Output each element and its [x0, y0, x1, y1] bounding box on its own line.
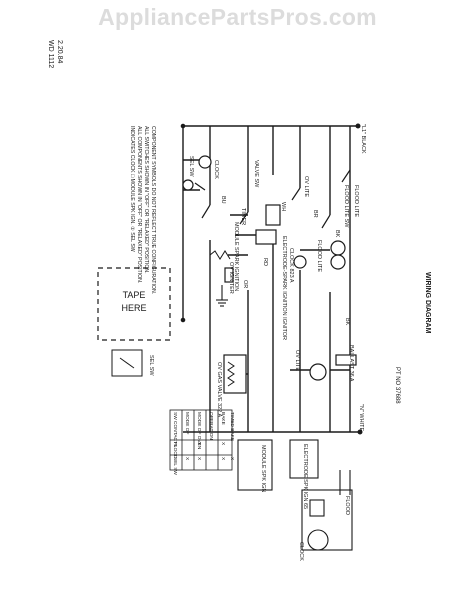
label-flood-lite-sw: FLOOD LITE SW [343, 185, 349, 228]
switch-valve [239, 211, 249, 225]
table-row-2-c1: X [196, 442, 202, 446]
label-clock: CLOCK 823 A [288, 248, 294, 283]
table-row-4-c1: X [220, 442, 226, 446]
label-valve-sw: VALVE SW [253, 160, 259, 188]
label-module-r: MODULE SPK IGN [260, 445, 266, 492]
flood-lamp-2 [330, 254, 346, 270]
ov-lite-lamp [309, 363, 327, 381]
label-clock-small: CLOCK [213, 160, 219, 179]
doc-code: 2.20.84 WD 1112 [47, 40, 63, 68]
doc-code-line-2: WD 1112 [47, 40, 54, 68]
tape-here-box [97, 267, 171, 341]
switch-sel [194, 182, 206, 191]
switch-ov-lite [291, 187, 301, 201]
label-electrode-r: ELECTRODE SPK IGN 65 [302, 444, 308, 509]
electrode-r-box [289, 439, 319, 479]
label-ov-lite-2: OV LITE [294, 350, 300, 371]
note-line-2: ALL SWITCHES SHOWN IN "OFF" OR "RELAXED"… [143, 126, 149, 274]
note-line-1: COMPONENT SYMBOLS DO NOT REFLECT TRUE CO… [150, 126, 156, 294]
table-header-2: FLOOD [172, 442, 178, 459]
contacts-table [169, 409, 233, 471]
wiring-lines [182, 125, 360, 433]
igniter [224, 267, 234, 283]
clock-circle [198, 155, 212, 169]
switches [194, 169, 351, 229]
terminal-marks [180, 123, 363, 435]
right-modules [237, 439, 353, 551]
component-symbols [182, 155, 357, 394]
label-timer: TIMER [240, 208, 246, 225]
table-row-4-c2: X [220, 457, 226, 461]
clock-823 [293, 255, 307, 269]
notes: COMPONENT SYMBOLS DO NOT REFLECT TRUE CO… [129, 126, 156, 294]
label-flood-lite-2: FLOOD LITE [316, 240, 322, 272]
label-line: "L1" BLACK [360, 124, 366, 154]
wire-tag-or: OR [242, 280, 248, 288]
note-line-4: INDICATES CLOCK □ MODULE SPK IGN. ① SEL … [129, 126, 135, 252]
clock-r-box [301, 489, 353, 551]
switch-timer [201, 204, 211, 219]
module-box [265, 204, 281, 226]
tape-text-2: HERE [121, 303, 146, 313]
grounds [216, 285, 228, 307]
gas-valve-coil [227, 361, 235, 387]
label-flood-lite: FLOOD LITE [353, 185, 359, 217]
label-sel-sw: SEL SW [188, 156, 194, 177]
wire-tag-br: BR [312, 210, 318, 218]
label-clock-r: CLOCK [298, 542, 304, 561]
table-row-1-c2: X [184, 457, 190, 461]
doc-code-line-1: 2.20.84 [56, 40, 63, 63]
table-row-5-label: TIMED BAKE [229, 412, 235, 441]
table-header-3: SEL SW [172, 457, 178, 475]
part-number: PT NO 37688 [394, 367, 400, 404]
switch-flood-lite [341, 169, 351, 183]
wire-tag-bk-2: BK [344, 318, 350, 326]
clock-r-face [307, 529, 329, 551]
table-row-4-label: BAKE [220, 412, 226, 425]
table-row-5-c2: X [229, 457, 235, 461]
flood-lamp [330, 240, 346, 256]
label-gas-valve: OV GAS VALVE 322 A [216, 362, 222, 417]
sel-sw-box [111, 349, 143, 377]
sel-sw-box-label: SEL SW [148, 355, 154, 376]
wire-tag-bk-1: BK [334, 230, 340, 238]
diagram-title: WIRING DIAGRAM [424, 272, 431, 334]
table-header-1: SW CONTACTS [172, 412, 178, 447]
sel-sw-circle [182, 179, 194, 191]
table-row-1-label: MODE OF [184, 412, 190, 434]
ballast-box [335, 354, 357, 366]
table-text: SW CONTACTS FLOOD SEL SW MODE OF X MODE … [172, 412, 235, 475]
table-row-2-c2: X [196, 457, 202, 461]
labels: "L1" BLACK "N" WHITE FLOOD LITE FLOOD LI… [188, 124, 366, 431]
timer-coil [209, 250, 231, 260]
module-r-box [237, 439, 273, 491]
clock-r-switch [309, 499, 325, 517]
electrode-box [255, 229, 277, 245]
label-module: MODULE SPARK IGNITION [233, 222, 239, 291]
tape-text-1: TAPE [123, 290, 146, 300]
label-ballast: BALLAST 36 A [348, 345, 354, 382]
right-labels: MODULE SPK IGN ELECTRODE SPK IGN 65 CLOC… [260, 444, 350, 561]
label-ov-lite-1: OV LITE [303, 176, 309, 197]
wire-tag-bu: BU [220, 196, 226, 204]
table-row-2-label: MODE OF OVEN [196, 412, 202, 450]
table-row-3-label: OPERATION [208, 412, 214, 440]
wire-tag-rd: RD [262, 258, 268, 266]
wire-tag-wh: WH [280, 202, 286, 211]
gas-valve-box [223, 354, 247, 394]
label-ov-igniter: OV IGNITER [228, 262, 234, 294]
label-flood-r: FLOOD [344, 496, 350, 515]
coil-marks [209, 250, 235, 387]
note-line-3: ALL COMPONENTS SHOWN IN "OFF" OR "RELAXE… [136, 126, 142, 283]
switch-flood-sw [321, 214, 331, 229]
watermark: AppliancePartsPros.com [98, 4, 377, 30]
label-electrode: ELECTRODE-SPARK IGNITION IGNITOR [281, 236, 287, 340]
label-neutral: "N" WHITE [358, 404, 364, 431]
